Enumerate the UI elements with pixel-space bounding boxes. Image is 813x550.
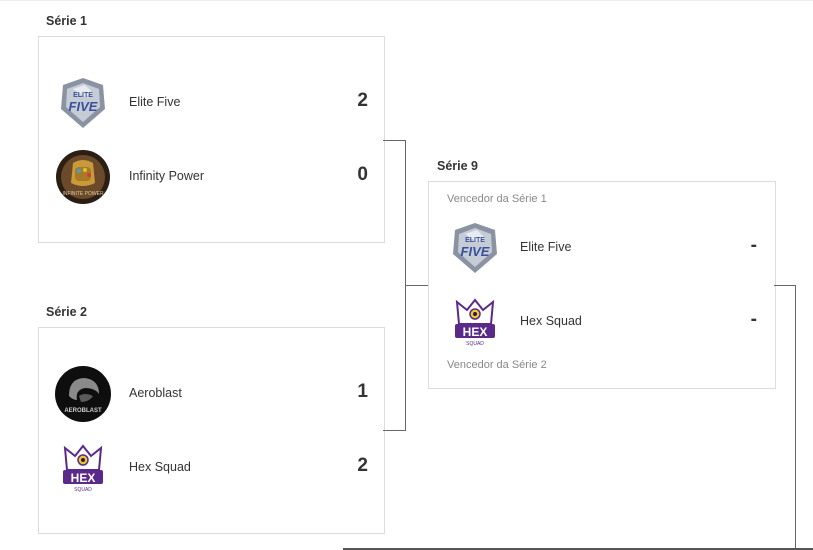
team-name: Hex Squad [129, 460, 191, 474]
team-name: Elite Five [129, 95, 181, 109]
series-9-top-caption: Vencedor da Série 1 [447, 193, 547, 205]
svg-text:HEX: HEX [71, 471, 96, 485]
bracket-connector [795, 285, 796, 550]
series-9-team-row[interactable]: FIVE ELITE Elite Five - [429, 218, 775, 278]
top-divider [0, 0, 813, 1]
team-score: - [750, 235, 757, 256]
team-score: 2 [357, 455, 368, 476]
bracket-connector [405, 285, 428, 286]
svg-text:SQUAD: SQUAD [466, 341, 484, 347]
svg-text:FIVE: FIVE [69, 99, 98, 114]
team-score: 2 [357, 90, 368, 111]
series-9-card[interactable]: Vencedor da Série 1 FIVE ELITE Elite Fiv… [428, 181, 776, 389]
series-9-bottom-caption: Vencedor da Série 2 [447, 359, 547, 371]
svg-text:ELITE: ELITE [465, 237, 485, 244]
svg-text:INFINITE POWER: INFINITE POWER [62, 191, 104, 197]
infinity-power-logo-icon: INFINITE POWER [56, 150, 110, 204]
series-2-card[interactable]: AEROBLAST Aeroblast 1 HEX SQUAD Hex Squa… [38, 327, 385, 534]
series-9-team-row[interactable]: HEX SQUAD Hex Squad - [429, 292, 775, 352]
team-name: Infinity Power [129, 169, 205, 183]
bracket-connector [383, 140, 405, 141]
svg-text:ELITE: ELITE [73, 92, 93, 99]
svg-text:FIVE: FIVE [461, 244, 490, 259]
team-score: - [750, 309, 757, 330]
series-2-title: Série 2 [46, 305, 88, 319]
series-1-title: Série 1 [46, 14, 88, 28]
elite-five-logo-icon: FIVE ELITE [61, 78, 105, 128]
team-score: 1 [357, 381, 368, 402]
series-1-team-row[interactable]: INFINITE POWER Infinity Power 0 [39, 147, 384, 207]
team-name: Hex Squad [520, 314, 582, 328]
svg-text:SQUAD: SQUAD [74, 487, 92, 493]
hex-squad-logo-icon: HEX SQUAD [455, 298, 495, 347]
series-1-team-row[interactable]: FIVE ELITE Elite Five 2 [39, 73, 384, 133]
elite-five-logo-icon: FIVE ELITE [453, 223, 497, 273]
series-2-team-row[interactable]: HEX SQUAD Hex Squad 2 [39, 438, 384, 498]
svg-text:HEX: HEX [463, 325, 488, 339]
series-2-team-row[interactable]: AEROBLAST Aeroblast 1 [39, 364, 384, 424]
team-score: 0 [357, 164, 368, 185]
svg-text:AEROBLAST: AEROBLAST [64, 408, 102, 414]
series-1-card[interactable]: FIVE ELITE Elite Five 2 INFINITE POWER I… [38, 36, 385, 243]
series-9-title: Série 9 [437, 159, 479, 173]
team-name: Aeroblast [129, 386, 182, 400]
bracket-connector [383, 430, 405, 431]
hex-squad-logo-icon: HEX SQUAD [63, 444, 103, 493]
aeroblast-logo-icon: AEROBLAST [55, 366, 111, 422]
bracket-connector [774, 285, 796, 286]
bottom-divider [343, 548, 813, 550]
team-name: Elite Five [520, 240, 572, 254]
